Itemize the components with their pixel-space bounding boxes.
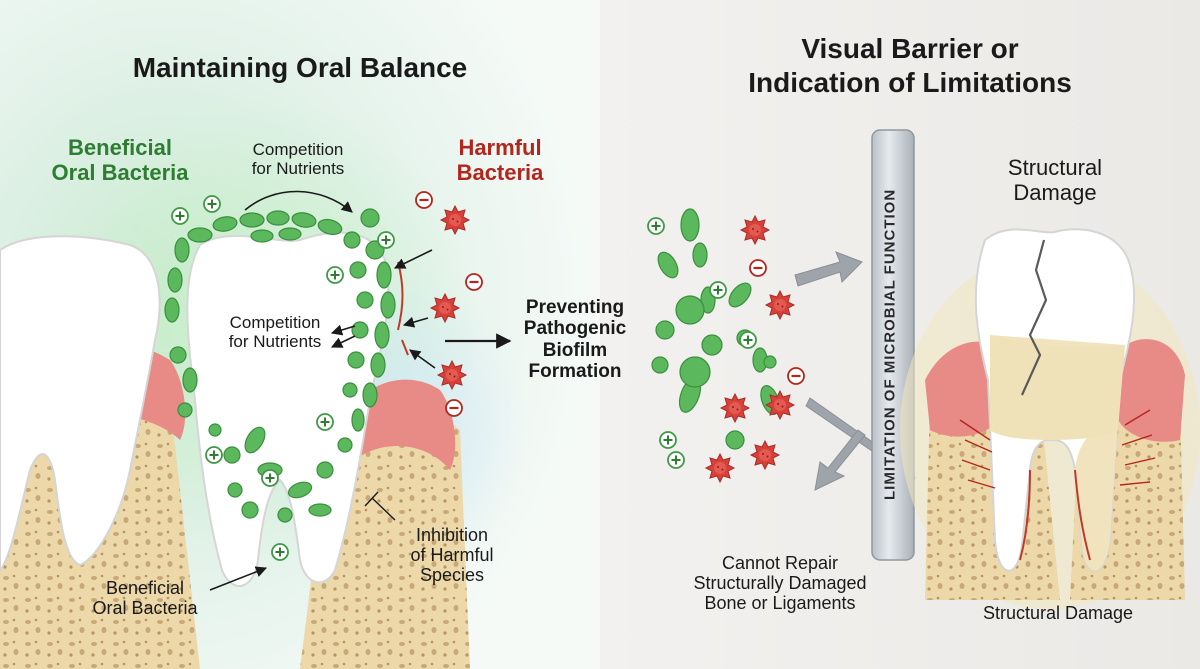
- competition-label-top: Competition for Nutrients: [251, 140, 345, 179]
- inhibition-label: Inhibition of Harmful Species: [410, 525, 494, 586]
- structural-damage-label-top: Structural Damage: [1007, 155, 1103, 205]
- right-title: Visual Barrier or Indication of Limitati…: [748, 33, 1072, 98]
- harmful-label: Harmful Bacteria: [456, 135, 544, 185]
- molar-left: [0, 235, 161, 572]
- beneficial-label-bottom: Beneficial Oral Bacteria: [92, 578, 198, 619]
- structural-damage-label-bottom: Structural Damage: [982, 603, 1134, 623]
- cannot-repair-label: Cannot Repair Structurally Damaged Bone …: [693, 553, 867, 614]
- competition-label-mid: Competition for Nutrients: [228, 313, 322, 352]
- beneficial-biofilm: [164, 208, 396, 523]
- arrow-icon: [209, 190, 512, 591]
- gum-damaged-right: [1110, 339, 1185, 442]
- preventing-label: Preventing Pathogenic Biofilm Formation: [523, 297, 627, 382]
- molar-center: [186, 231, 390, 587]
- beneficial-label-top: Beneficial Oral Bacteria: [51, 135, 189, 185]
- cracked-tooth-icon: [959, 228, 1156, 572]
- gum-right: [350, 379, 456, 470]
- left-title: Maintaining Oral Balance: [132, 52, 468, 83]
- barrier-label: LIMITATION OF MICROBIAL FUNCTION: [881, 188, 899, 500]
